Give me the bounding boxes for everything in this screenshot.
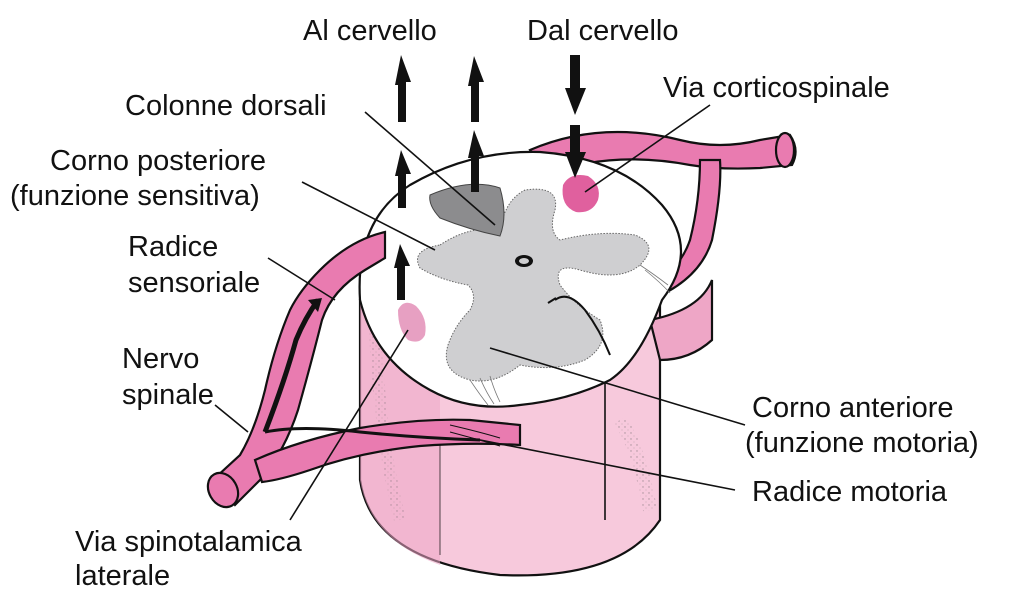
ascending-arrow-left-top xyxy=(395,55,411,122)
label-corno-posteriore-line2: (funzione sensitiva) xyxy=(10,180,260,212)
label-via-spinotalamica-line1: Via spinotalamica xyxy=(75,526,303,558)
leader-nervo-spinale xyxy=(215,405,248,432)
label-al-cervello: Al cervello xyxy=(303,15,437,47)
label-via-spinotalamica-line2: laterale xyxy=(75,560,170,589)
label-radice-sensoriale-line1: Radice xyxy=(128,231,218,263)
descending-arrow-top xyxy=(565,55,586,115)
label-via-corticospinale: Via corticospinale xyxy=(663,72,890,104)
label-radice-motoria: Radice motoria xyxy=(752,476,948,508)
label-dal-cervello: Dal cervello xyxy=(527,15,679,47)
label-radice-sensoriale-line2: sensoriale xyxy=(128,267,260,299)
ascending-arrow-center-top xyxy=(468,56,484,122)
label-colonne-dorsali: Colonne dorsali xyxy=(125,90,327,122)
corticospinal-tract xyxy=(563,175,599,212)
label-nervo-spinale-line2: spinale xyxy=(122,379,214,411)
label-nervo-spinale-line1: Nervo xyxy=(122,343,199,375)
label-corno-anteriore-line2: (funzione motoria) xyxy=(745,427,979,459)
label-corno-posteriore-line1: Corno posteriore xyxy=(50,145,266,177)
label-corno-anteriore-line1: Corno anteriore xyxy=(752,392,954,424)
